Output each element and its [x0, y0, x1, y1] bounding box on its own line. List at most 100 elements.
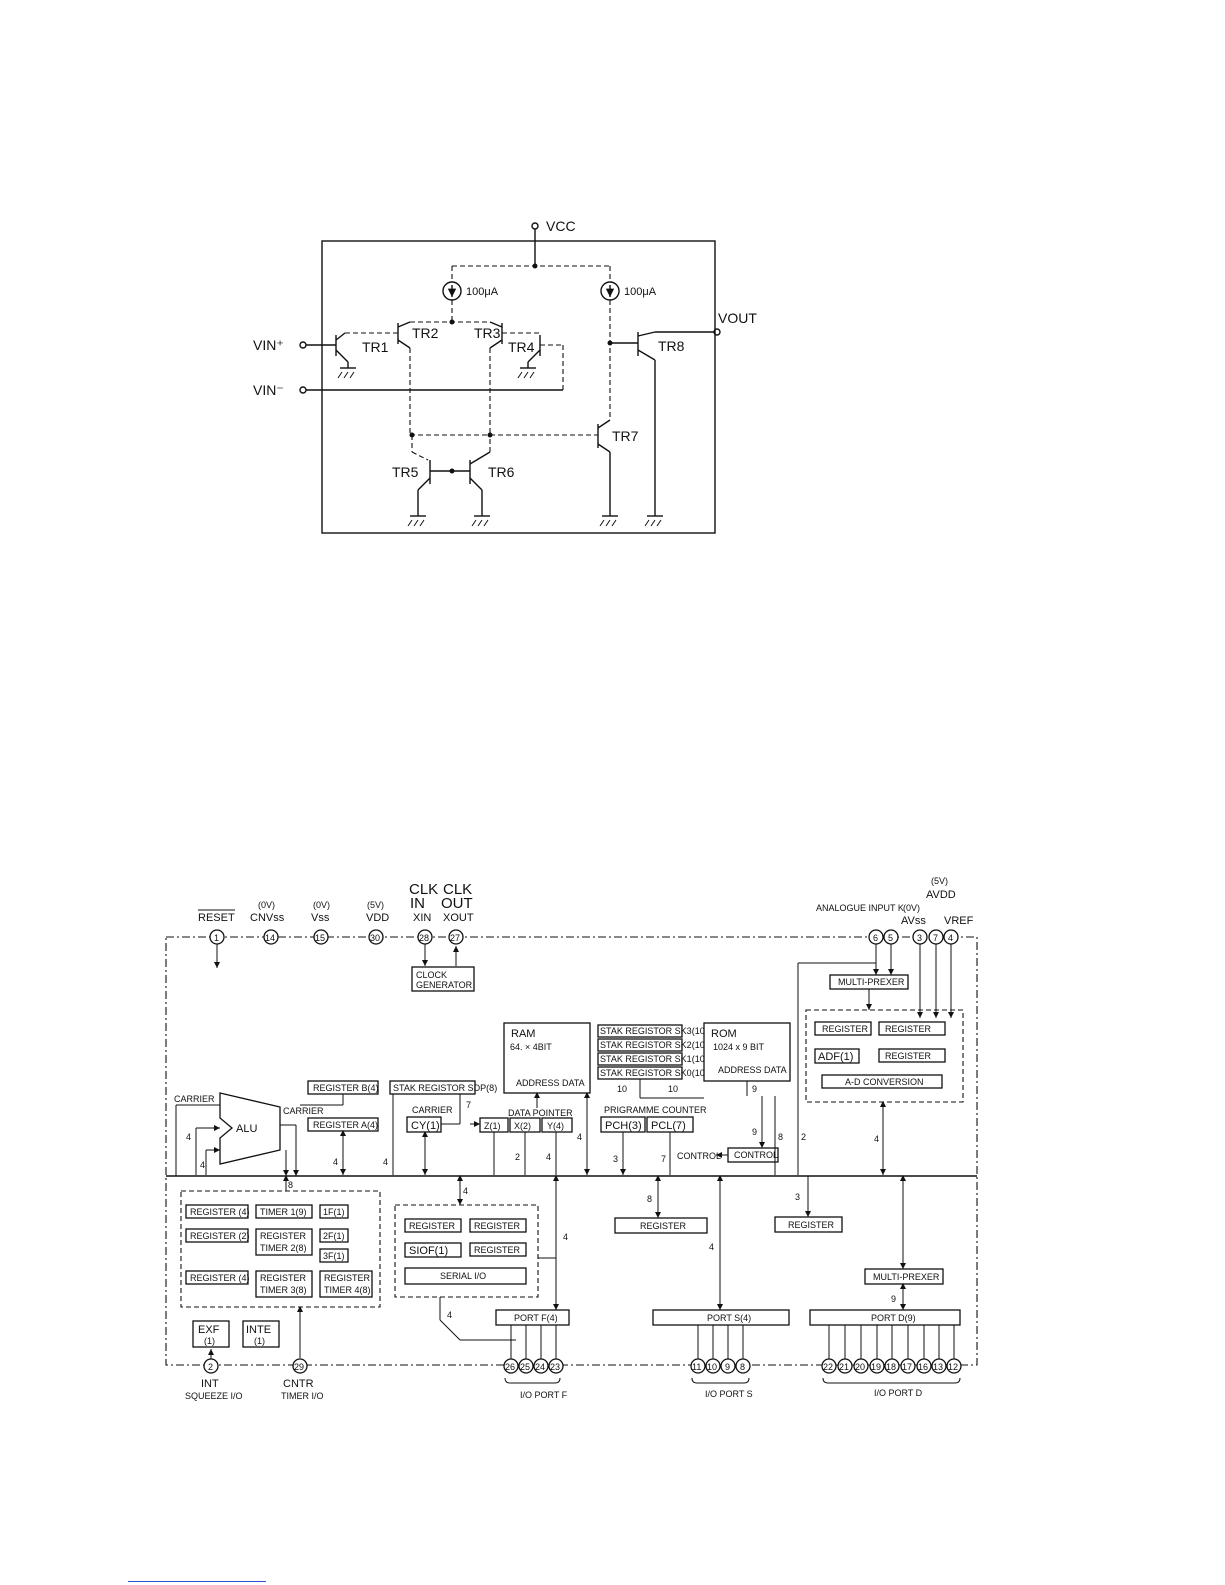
svg-text:REGISTER (2): REGISTER (2) — [190, 1231, 250, 1241]
footer-rule — [128, 1581, 266, 1582]
svg-text:1F(1): 1F(1) — [323, 1207, 345, 1217]
svg-text:10: 10 — [668, 1084, 678, 1094]
svg-text:X(2): X(2) — [514, 1121, 531, 1131]
svg-text:3: 3 — [917, 933, 922, 943]
svg-text:TIMER I/O: TIMER I/O — [281, 1391, 324, 1401]
svg-text:PCH(3): PCH(3) — [605, 1120, 642, 1132]
svg-text:20: 20 — [855, 1362, 865, 1372]
transistor-tr3: TR3 — [474, 321, 540, 435]
op-amp-circuit: VCC 100μA 100μA VIN⁺ TR1 — [253, 218, 757, 534]
svg-text:4: 4 — [383, 1157, 388, 1167]
svg-text:4: 4 — [948, 933, 953, 943]
vout-label: VOUT — [718, 310, 757, 326]
register-middle — [614, 1217, 708, 1234]
svg-text:6: 6 — [873, 933, 878, 943]
svg-text:I/O PORT S: I/O PORT S — [705, 1389, 753, 1399]
svg-text:9: 9 — [725, 1362, 730, 1372]
svg-text:15: 15 — [315, 933, 325, 943]
svg-text:TR8: TR8 — [658, 338, 685, 354]
svg-text:TR4: TR4 — [508, 339, 535, 355]
svg-text:CY(1): CY(1) — [411, 1120, 440, 1132]
svg-text:REGISTER: REGISTER — [474, 1245, 521, 1255]
svg-text:VDD: VDD — [366, 912, 389, 924]
svg-text:24: 24 — [535, 1362, 545, 1372]
svg-text:(0V): (0V) — [258, 900, 275, 910]
svg-text:11: 11 — [692, 1362, 701, 1372]
transistor-tr2: TR2 — [397, 321, 439, 435]
svg-text:REGISTER: REGISTER — [885, 1051, 932, 1061]
current-source-1-label: 100μA — [466, 286, 499, 298]
svg-text:TIMER 3(8): TIMER 3(8) — [260, 1285, 307, 1295]
svg-text:13: 13 — [933, 1362, 943, 1372]
svg-text:3: 3 — [613, 1154, 618, 1164]
stack-pointer — [389, 1080, 476, 1095]
transistor-tr7: TR7 — [597, 419, 639, 517]
svg-text:8: 8 — [740, 1362, 745, 1372]
transistor-tr5: TR5 — [392, 460, 431, 517]
svg-text:4: 4 — [447, 1310, 452, 1320]
svg-text:7: 7 — [661, 1154, 666, 1164]
svg-text:4: 4 — [200, 1160, 205, 1170]
vcc-terminal — [531, 222, 539, 230]
svg-text:REGISTER: REGISTER — [324, 1273, 371, 1283]
rom-block — [703, 1022, 791, 1082]
svg-text:21: 21 — [839, 1362, 849, 1372]
svg-text:TR5: TR5 — [392, 464, 419, 480]
svg-text:SIOF(1): SIOF(1) — [409, 1245, 448, 1257]
vin-plus-terminal — [299, 341, 307, 349]
svg-text:7: 7 — [933, 933, 938, 943]
svg-text:OUT: OUT — [441, 895, 473, 912]
svg-text:10: 10 — [707, 1362, 717, 1372]
port-s — [652, 1309, 790, 1326]
svg-text:Y(4): Y(4) — [547, 1121, 564, 1131]
top-pins: 1 14 15 30 28 27 6 5 3 7 4 — [209, 929, 959, 945]
svg-text:REGISTER: REGISTER — [640, 1221, 687, 1231]
svg-text:SQUEEZE I/O: SQUEEZE I/O — [185, 1391, 243, 1401]
svg-text:I/O PORT D: I/O PORT D — [874, 1388, 923, 1398]
transistor-tr4: TR4 — [508, 335, 564, 390]
svg-text:4: 4 — [577, 1132, 582, 1142]
vin-minus-terminal — [299, 386, 307, 394]
svg-text:ADF(1): ADF(1) — [818, 1051, 853, 1063]
svg-text:REGISTER: REGISTER — [788, 1220, 835, 1230]
svg-text:(1): (1) — [204, 1336, 215, 1346]
svg-text:CONTROL: CONTROL — [677, 1151, 721, 1161]
pointer-y — [541, 1117, 573, 1133]
svg-text:RESET: RESET — [198, 912, 235, 924]
svg-text:CARRIER: CARRIER — [283, 1106, 324, 1116]
serial-group — [394, 1204, 539, 1298]
svg-text:A-D CONVERSION: A-D CONVERSION — [845, 1077, 924, 1087]
svg-text:4: 4 — [563, 1232, 568, 1242]
adc-block — [805, 1009, 964, 1103]
svg-text:4: 4 — [546, 1152, 551, 1162]
svg-text:TR7: TR7 — [612, 428, 639, 444]
svg-text:REGISTER: REGISTER — [260, 1231, 307, 1241]
vin-plus-label: VIN⁺ — [253, 337, 284, 353]
svg-text:PCL(7): PCL(7) — [651, 1120, 686, 1132]
svg-text:4: 4 — [186, 1132, 191, 1142]
svg-text:9: 9 — [891, 1294, 896, 1304]
svg-text:INTE: INTE — [246, 1324, 271, 1336]
chip-boundary — [165, 936, 978, 1366]
svg-text:5: 5 — [888, 933, 893, 943]
svg-text:25: 25 — [520, 1362, 530, 1372]
svg-text:ADDRESS DATA: ADDRESS DATA — [718, 1065, 787, 1075]
svg-text:STAK REGISTOR SDP(8): STAK REGISTOR SDP(8) — [393, 1083, 497, 1093]
svg-text:CNTR: CNTR — [283, 1378, 314, 1390]
circuit-frame — [321, 240, 716, 534]
svg-text:Vss: Vss — [311, 912, 330, 924]
svg-text:14: 14 — [265, 933, 275, 943]
svg-text:28: 28 — [419, 933, 429, 943]
svg-text:STAK REGISTOR SK3(10): STAK REGISTOR SK3(10) — [600, 1026, 708, 1036]
svg-text:(0V): (0V) — [903, 903, 920, 913]
svg-text:19: 19 — [871, 1362, 881, 1372]
svg-text:TR3: TR3 — [474, 325, 501, 341]
svg-text:ROM: ROM — [711, 1028, 737, 1040]
svg-text:STAK REGISTOR SK0(10): STAK REGISTOR SK0(10) — [600, 1068, 708, 1078]
svg-text:SERIAL I/O: SERIAL I/O — [440, 1271, 486, 1281]
svg-text:REGISTER: REGISTER — [260, 1273, 307, 1283]
svg-text:8: 8 — [647, 1194, 652, 1204]
svg-text:Z(1): Z(1) — [484, 1121, 501, 1131]
svg-text:CARRIER: CARRIER — [174, 1094, 215, 1104]
